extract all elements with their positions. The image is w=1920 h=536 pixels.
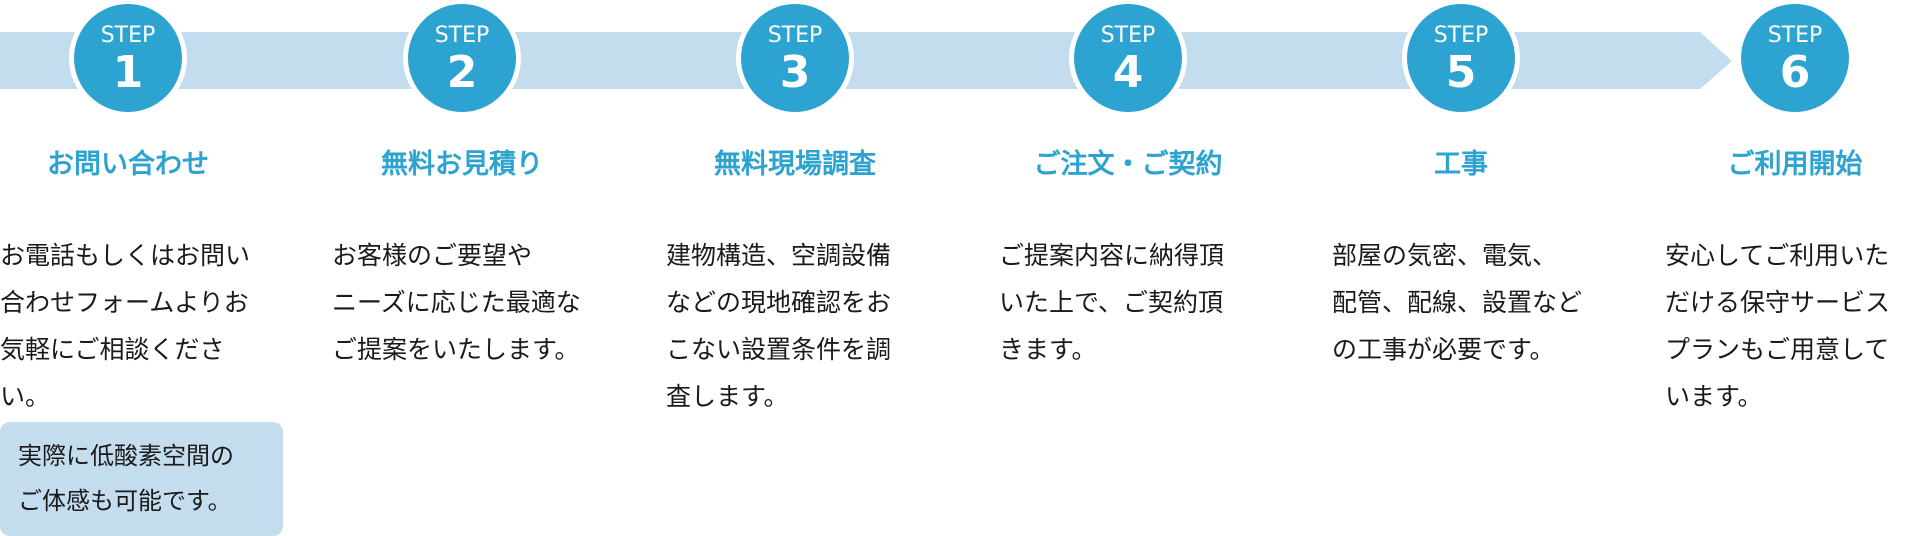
step-number: 1: [112, 47, 144, 98]
step-number: 2: [446, 47, 478, 98]
step-description-1: お電話もしくはお問い 合わせフォームよりお 気軽にご相談くださ い。: [0, 232, 300, 420]
description-line: プランもご用意して: [1665, 335, 1890, 364]
note-line: ご体感も可能です。: [18, 487, 232, 515]
description-line: 合わせフォームよりお: [0, 288, 249, 317]
step-description-6: 安心してご利用いた だける保守サービス プランもご用意して います。: [1665, 232, 1920, 420]
step-badge-6: STEP 6: [1741, 4, 1849, 112]
step-badge-4: STEP 4: [1074, 4, 1182, 112]
description-line: お客様のご要望や: [332, 241, 533, 270]
step-number: 5: [1445, 47, 1477, 98]
step-title-5: 工事: [1434, 149, 1488, 180]
note-box: 実際に低酸素空間の ご体感も可能です。: [0, 422, 283, 536]
description-line: お電話もしくはお問い: [0, 241, 251, 270]
description-line: ニーズに応じた最適な: [332, 288, 581, 317]
description-line: こない設置条件を調: [666, 335, 892, 364]
description-line: 査します。: [666, 382, 789, 411]
step-badge-1: STEP 1: [74, 4, 182, 112]
step-title-1: お問い合わせ: [47, 149, 209, 180]
step-number: 6: [1779, 47, 1811, 98]
step-number: 4: [1112, 47, 1144, 98]
step-label: STEP: [1433, 23, 1489, 48]
step-description-5: 部屋の気密、電気、 配管、配線、設置など の工事が必要です。: [1332, 232, 1632, 373]
progress-arrow-band: [0, 32, 1732, 89]
step-badge-3: STEP 3: [741, 4, 849, 112]
step-badge-5: STEP 5: [1407, 4, 1515, 112]
description-line: だける保守サービス: [1665, 288, 1891, 317]
step-label: STEP: [1767, 23, 1823, 48]
description-line: ご提案をいたします。: [332, 335, 580, 364]
step-title-4: ご注文・ご契約: [1033, 149, 1223, 180]
description-line: 気軽にご相談くださ: [0, 335, 225, 364]
description-line: 配管、配線、設置など: [1332, 288, 1583, 317]
step-description-3: 建物構造、空調設備 などの現地確認をお こない設置条件を調 査します。: [666, 232, 966, 420]
description-line: 部屋の気密、電気、: [1332, 241, 1558, 270]
description-line: ご提案内容に納得頂: [999, 241, 1225, 270]
description-line: い。: [0, 382, 51, 411]
step-badge-2: STEP 2: [408, 4, 516, 112]
step-number: 3: [779, 47, 811, 98]
step-title-3: 無料現場調査: [714, 149, 876, 180]
description-line: いた上で、ご契約頂: [999, 288, 1224, 317]
note-line: 実際に低酸素空間の: [18, 442, 234, 470]
step-label: STEP: [1100, 23, 1156, 48]
step-label: STEP: [434, 23, 490, 48]
description-line: などの現地確認をお: [666, 288, 892, 317]
description-line: の工事が必要です。: [1332, 335, 1555, 364]
step-label: STEP: [100, 23, 156, 48]
step-description-2: お客様のご要望や ニーズに応じた最適な ご提案をいたします。: [332, 232, 632, 373]
step-description-4: ご提案内容に納得頂 いた上で、ご契約頂 きます。: [999, 232, 1299, 373]
description-line: います。: [1665, 382, 1763, 411]
description-line: きます。: [999, 335, 1097, 364]
step-label: STEP: [767, 23, 823, 48]
description-line: 安心してご利用いた: [1665, 241, 1890, 270]
step-title-2: 無料お見積り: [381, 149, 543, 180]
step-title-6: ご利用開始: [1727, 149, 1863, 180]
description-line: 建物構造、空調設備: [666, 241, 892, 270]
